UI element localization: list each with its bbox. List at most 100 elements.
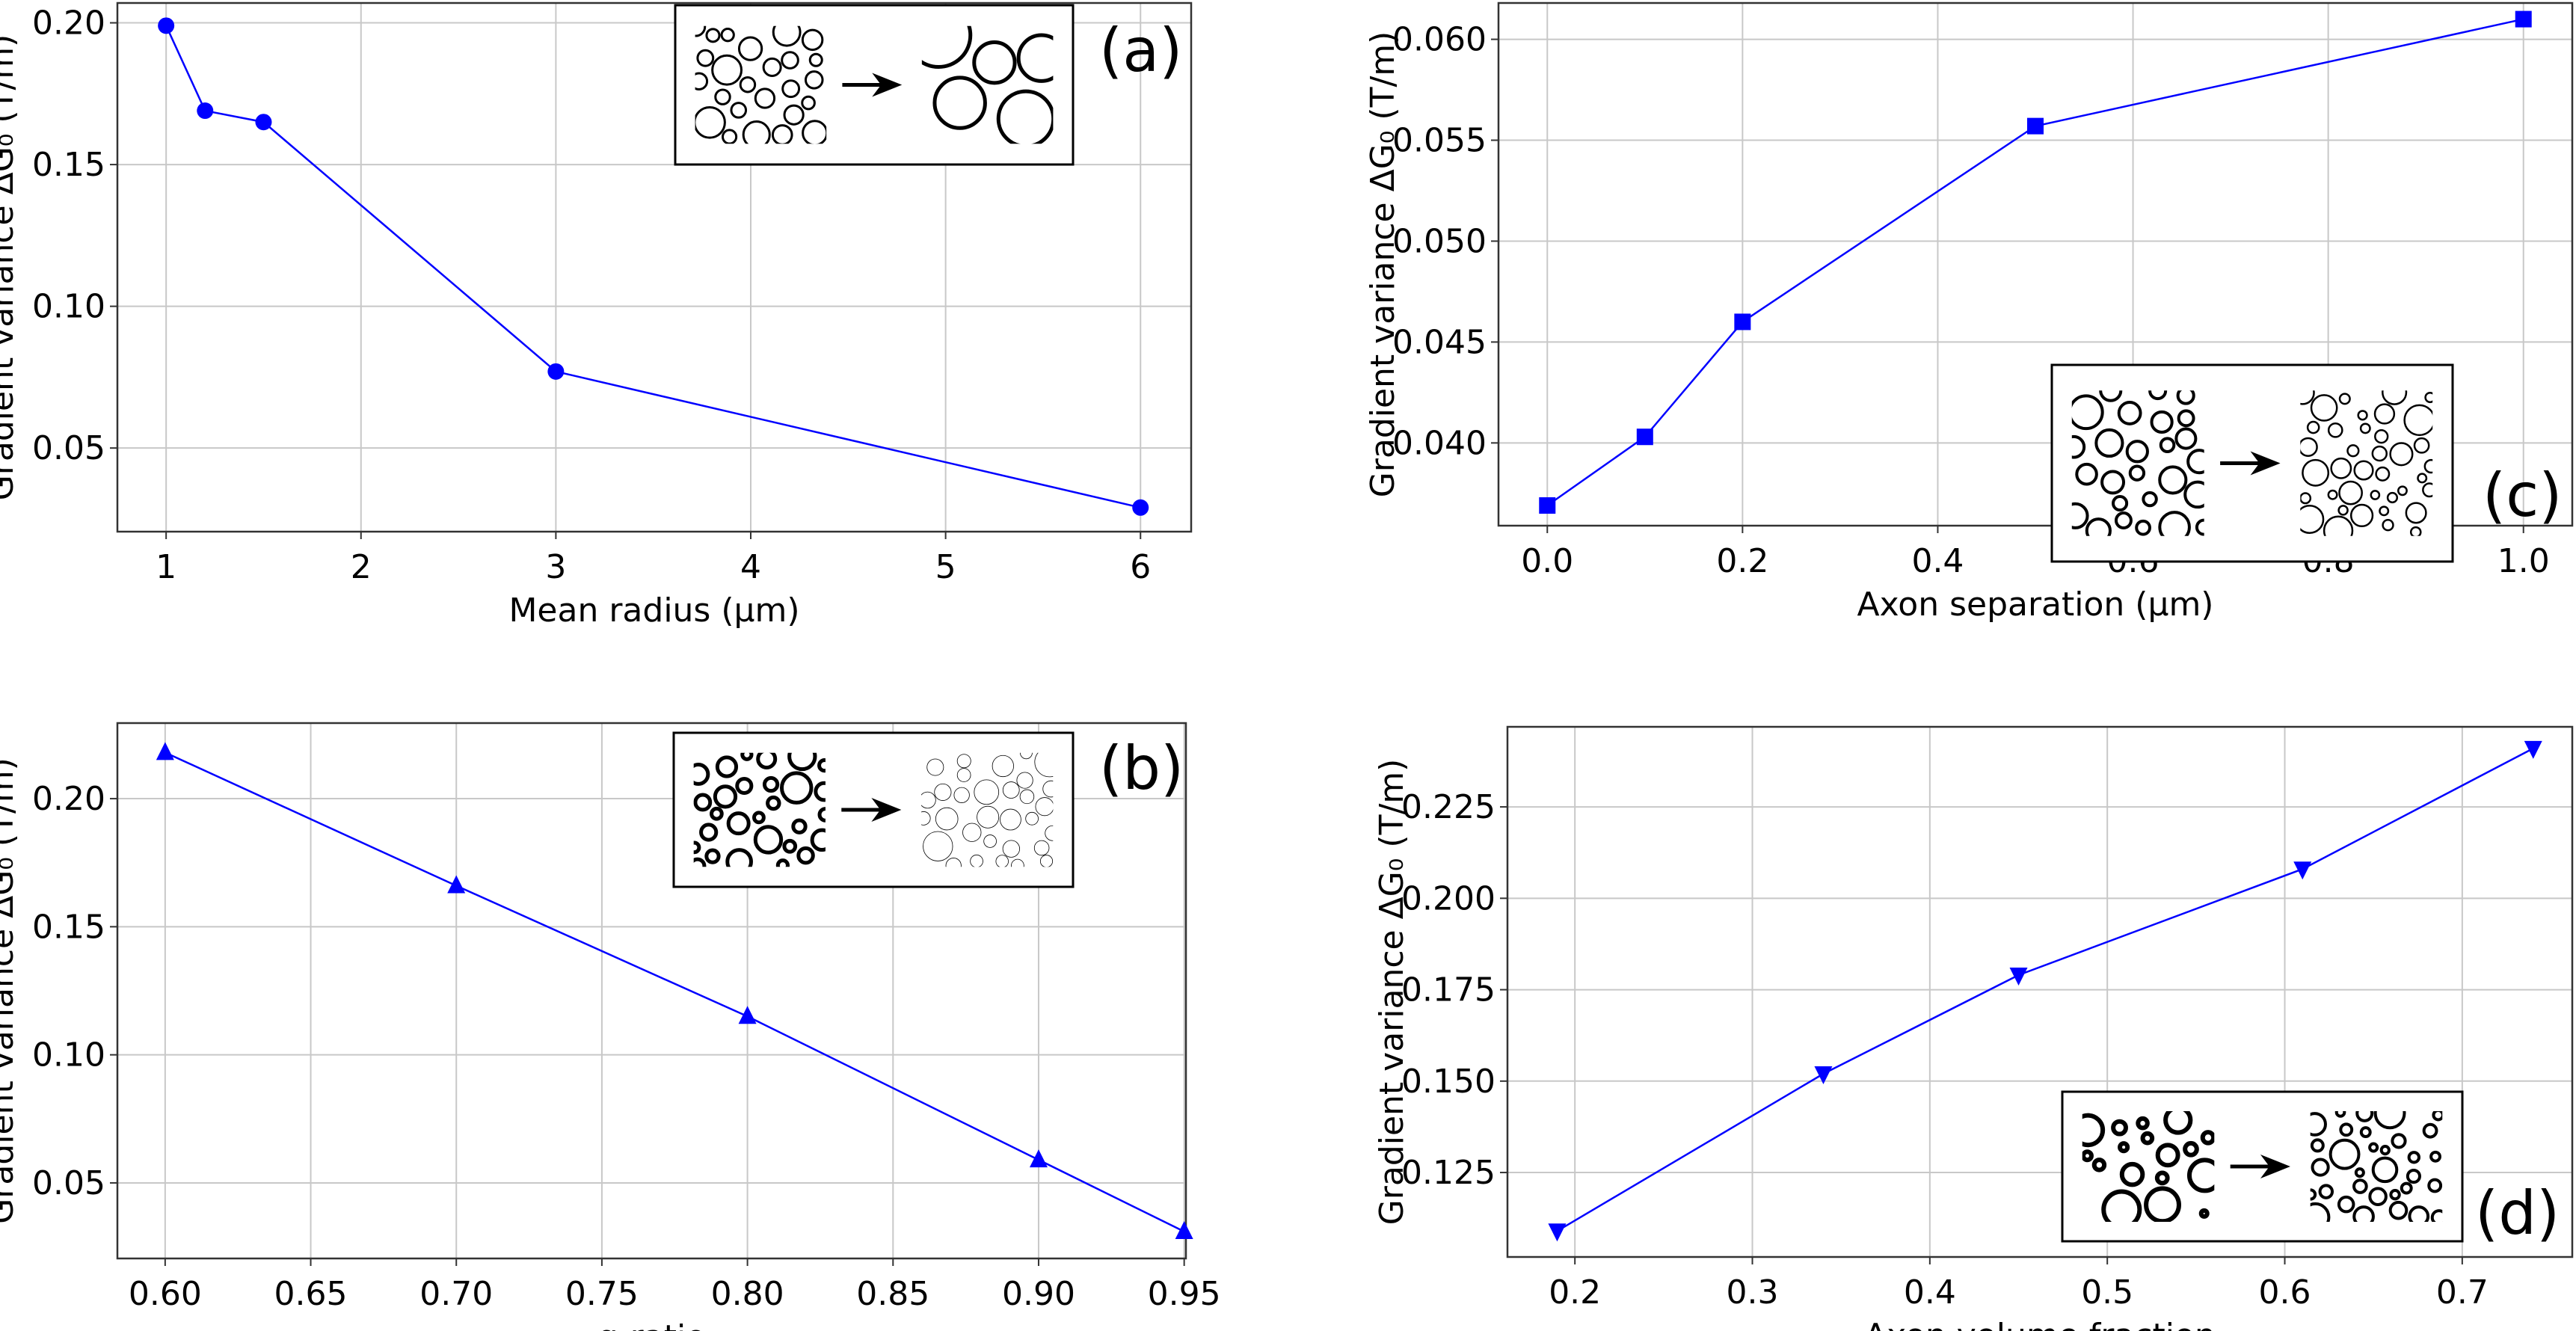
axon-circle [2354, 1167, 2365, 1178]
axon-circle [2330, 457, 2352, 479]
x-tick-label: 6 [1130, 548, 1151, 586]
x-tick-label: 1 [156, 548, 176, 586]
y-tick-label: 0.05 [32, 1164, 105, 1202]
axon-circle [2352, 1205, 2375, 1222]
axes-frame [1506, 725, 2574, 1258]
axon-circle [2112, 495, 2129, 512]
axon-circle [2306, 420, 2320, 434]
axon-circle [2140, 1131, 2155, 1146]
y-tick-label: 0.060 [1392, 21, 1487, 59]
y-tick-label: 0.055 [1392, 122, 1487, 160]
axon-circle [693, 763, 710, 786]
axon-circle [775, 858, 790, 867]
axon-circle [753, 825, 784, 855]
panel-label: (b) [1099, 734, 1184, 803]
x-tick-label: 0.80 [711, 1275, 784, 1313]
axon-circle [2327, 422, 2343, 438]
axon-pattern [921, 25, 1054, 144]
axon-circle [983, 834, 997, 848]
axon-circle [817, 807, 826, 823]
axon-circle [996, 89, 1054, 144]
axon-circle [2100, 470, 2126, 495]
x-tick-label: 3 [545, 548, 566, 586]
axon-circle [2300, 437, 2318, 457]
axon-circle [2346, 444, 2360, 458]
axon-circle [730, 102, 748, 119]
axon-circle [977, 805, 1000, 829]
axon-circle [2382, 519, 2394, 532]
x-tick-label: 0.90 [1002, 1275, 1075, 1313]
axon-circle [921, 791, 936, 809]
y-axis-label: Gradient variance ΔG₀ (T/m) [1364, 31, 1402, 498]
axon-circle [791, 818, 808, 834]
inset-illustration [2050, 363, 2454, 563]
axes-frame [116, 722, 1187, 1260]
x-tick-label: 0.6 [2259, 1273, 2311, 1312]
axon-circle [926, 758, 944, 776]
axon-circle [970, 854, 983, 867]
axon-pattern [2071, 390, 2204, 536]
inset-illustration [2061, 1090, 2464, 1243]
y-tick-label: 0.05 [32, 429, 105, 467]
x-axis-label: Axon separation (μm) [1857, 585, 2214, 624]
axon-circle [2198, 1208, 2210, 1219]
x-axis-label: Axon volume fraction [1864, 1317, 2216, 1331]
axon-circle [2323, 515, 2354, 536]
axon-circle [974, 779, 1000, 805]
axon-circle [2391, 1133, 2407, 1149]
data-point [2515, 10, 2532, 28]
axon-circle [1035, 797, 1054, 817]
axon-circle [2355, 1111, 2374, 1122]
x-tick-label: 4 [740, 548, 761, 586]
axon-circle [1033, 840, 1050, 856]
axon-circle [2400, 1181, 2413, 1195]
axon-circle [972, 40, 1017, 85]
axon-circle [2424, 391, 2433, 404]
axon-circle [1034, 752, 1054, 778]
axon-circle [695, 72, 709, 91]
axon-circle [2111, 1119, 2128, 1137]
axon-circle [2150, 410, 2174, 434]
axes-frame [1497, 1, 2574, 527]
axon-circle [2186, 449, 2204, 475]
y-tick-label: 0.15 [32, 908, 105, 946]
axon-circle [695, 106, 726, 139]
axon-circle [2071, 394, 2104, 431]
axon-circle [781, 51, 799, 70]
axon-circle [2144, 1186, 2181, 1222]
axon-circle [1002, 840, 1020, 858]
axon-circle [783, 104, 805, 126]
x-tick-label: 0.70 [419, 1275, 493, 1313]
axon-circle [801, 28, 824, 52]
y-tick-label: 0.225 [1401, 788, 1496, 826]
axon-circle [2195, 518, 2204, 536]
axon-circle [2388, 1200, 2409, 1220]
panel-label: (a) [1099, 16, 1182, 85]
axon-circle [2310, 394, 2338, 422]
axon-circle [962, 823, 982, 842]
axon-circle [2183, 480, 2204, 509]
axon-circle [921, 25, 973, 70]
axon-circle [740, 752, 754, 761]
axon-circle [713, 784, 738, 809]
axon-circle [992, 754, 1014, 778]
axon-circle [2071, 434, 2086, 459]
axon-circle [921, 811, 931, 826]
axon-pattern [2300, 390, 2433, 536]
axon-circle [1016, 772, 1033, 789]
axon-circle [2082, 1113, 2106, 1148]
axon-circle [762, 775, 780, 793]
axon-circle [2403, 404, 2433, 437]
y-tick-label: 0.10 [32, 288, 105, 326]
axon-circle [2371, 1156, 2399, 1184]
axon-circle [1000, 808, 1021, 831]
axon-circle [782, 838, 798, 854]
axon-circle [932, 76, 987, 130]
panel-label: (c) [2483, 461, 2562, 530]
axon-circle [1020, 752, 1033, 760]
subplot-c: 0.00.20.40.60.81.00.0400.0450.0500.0550.… [1364, 1, 2574, 624]
axon-circle [2375, 466, 2391, 482]
axon-circle [2389, 442, 2414, 467]
axon-circle [2407, 1151, 2421, 1164]
axon-circle [722, 129, 738, 144]
